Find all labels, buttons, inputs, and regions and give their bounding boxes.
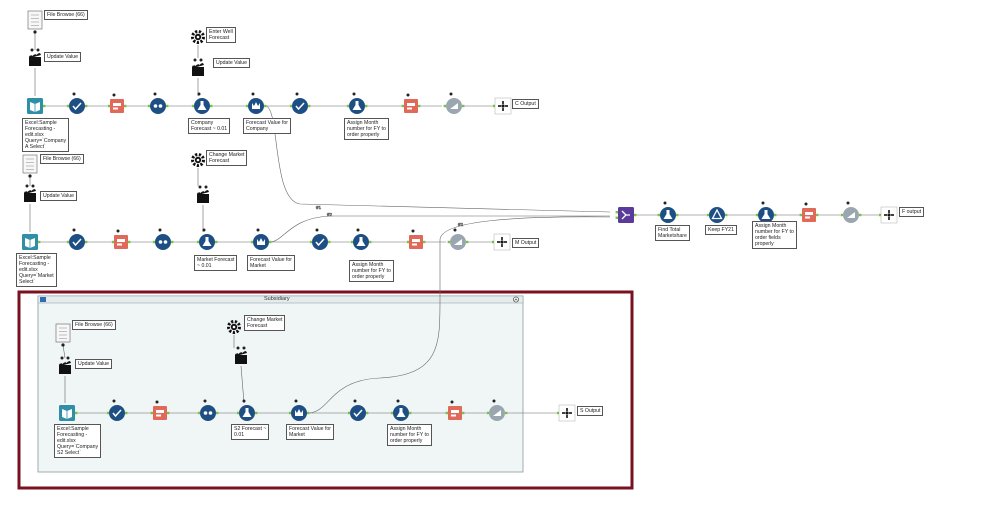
- container-header[interactable]: [37, 295, 524, 304]
- connector-tag-2: #2: [327, 212, 333, 217]
- select-5-icon[interactable]: [106, 399, 128, 422]
- label-keep-fy21: Keep FY21: [705, 225, 737, 235]
- union-1-icon[interactable]: [147, 92, 169, 115]
- enter-well-gear-icon[interactable]: [191, 30, 205, 44]
- select-3-icon[interactable]: [66, 228, 88, 251]
- label-assign-month-4: Assign Month number for FY to order fiel…: [752, 221, 797, 249]
- sample-2-icon[interactable]: [447, 228, 469, 251]
- select-1-icon[interactable]: [66, 92, 88, 115]
- update-value-2-clapper-icon[interactable]: [192, 58, 204, 77]
- formula-assign-month-1-icon[interactable]: [346, 92, 368, 115]
- file-browse-2-icon[interactable]: [22, 154, 38, 178]
- label-file-browse-2: File Browse (66): [40, 154, 84, 164]
- union-2-icon[interactable]: [152, 228, 174, 251]
- formula-assign-month-2-icon[interactable]: [350, 228, 372, 251]
- update-value-5-clapper-icon[interactable]: [197, 185, 209, 204]
- formula-2-icon[interactable]: [111, 229, 131, 250]
- label-update-value-2: Update Value: [213, 58, 251, 68]
- label-update-value-3: Update Value: [40, 191, 78, 201]
- label-c-output: C Output: [512, 99, 539, 109]
- label-find-total-marketshare: Find Total Marketshare: [655, 225, 690, 241]
- sample-3-icon[interactable]: [486, 399, 508, 422]
- label-input-market: Excel:Sample Forecasting - edit.xlsx Que…: [16, 253, 57, 287]
- sort-1-icon[interactable]: [401, 93, 421, 114]
- label-m-output: M Output: [512, 238, 540, 248]
- output-m-icon[interactable]: [491, 233, 511, 251]
- label-f-output: F output: [899, 207, 925, 217]
- input-company-a-icon[interactable]: [27, 98, 46, 114]
- formula-assign-month-3-icon[interactable]: [390, 399, 412, 422]
- label-forecast-value-market-2: Forecast Value for Market: [286, 424, 334, 440]
- crosstab-market-icon[interactable]: [250, 228, 272, 251]
- crosstab-company-icon[interactable]: [245, 92, 267, 115]
- label-assign-month-2: Assign Month number for FY to order prop…: [349, 260, 394, 282]
- select-4-icon[interactable]: [309, 228, 331, 251]
- file-browse-1-icon[interactable]: [27, 10, 43, 34]
- filter-fy21-icon[interactable]: [706, 207, 728, 223]
- change-market-gear-2-icon[interactable]: [227, 320, 241, 334]
- connector-tag-3: #2: [458, 222, 464, 227]
- formula-assign-month-4-icon[interactable]: [755, 201, 777, 224]
- output-c-icon[interactable]: [492, 97, 512, 115]
- sample-4-icon[interactable]: [840, 201, 862, 224]
- label-enter-well-forecast: Enter Well Forecast: [206, 27, 236, 43]
- input-company-s2-icon[interactable]: [59, 405, 78, 421]
- update-value-4-clapper-icon[interactable]: [59, 356, 71, 375]
- sort-2-icon[interactable]: [406, 229, 426, 250]
- sort-3-icon[interactable]: [445, 400, 465, 421]
- label-s2-forecast: S2 Forecast ~ 0.01: [231, 424, 270, 440]
- formula-company-forecast-icon[interactable]: [191, 92, 213, 115]
- formula-market-forecast-icon[interactable]: [196, 228, 218, 251]
- output-f-icon[interactable]: [878, 206, 898, 224]
- union-3-icon[interactable]: [197, 399, 219, 422]
- connections: #1 #2 #2: [29, 32, 878, 414]
- label-update-value-4: Update Value: [75, 359, 113, 369]
- change-market-gear-1-icon[interactable]: [191, 153, 205, 167]
- container-title: Subsidiary: [264, 296, 290, 302]
- label-company-forecast: Company Forecast ~ 0.01: [188, 118, 231, 134]
- label-input-company-s2: Excel:Sample Forecasting - edit.xlsx Que…: [54, 424, 102, 458]
- label-forecast-value-company: Forecast Value for Company: [243, 118, 291, 134]
- crosstab-s2-icon[interactable]: [288, 399, 310, 422]
- container-icon[interactable]: [40, 297, 46, 302]
- select-6-icon[interactable]: [347, 399, 369, 422]
- update-value-1-clapper-icon[interactable]: [29, 48, 41, 67]
- select-2-icon[interactable]: [289, 92, 311, 115]
- join-multiple-icon[interactable]: [615, 207, 637, 223]
- connector-tag-1: #1: [316, 205, 322, 210]
- update-value-3-clapper-icon[interactable]: [24, 184, 36, 203]
- container-collapse-glyph: [514, 298, 518, 301]
- tools[interactable]: [22, 10, 898, 422]
- formula-s2-forecast-icon[interactable]: [236, 399, 258, 422]
- update-value-6-clapper-icon[interactable]: [235, 346, 247, 365]
- label-change-market-forecast-2: Change Market Forecast: [244, 315, 286, 331]
- label-change-market-forecast-1: Change Market Forecast: [206, 150, 248, 166]
- sample-1-icon[interactable]: [443, 92, 465, 115]
- formula-3-icon[interactable]: [150, 400, 170, 421]
- container-highlight-border: [17, 290, 634, 490]
- sort-4-icon[interactable]: [799, 202, 819, 223]
- label-file-browse-1: File Browse (66): [44, 10, 88, 20]
- output-s-icon[interactable]: [556, 404, 576, 422]
- label-market-forecast: Market Forecast ~ 0.01: [194, 255, 238, 271]
- formula-1-icon[interactable]: [107, 93, 127, 114]
- container-collapse-icon[interactable]: [513, 296, 519, 303]
- label-forecast-value-market-1: Forecast Value for Market: [247, 255, 295, 271]
- label-assign-month-1: Assign Month number for FY to order prop…: [344, 118, 389, 140]
- file-browse-3-icon[interactable]: [55, 323, 71, 347]
- label-s-output: S Output: [577, 406, 604, 416]
- input-market-icon[interactable]: [22, 234, 41, 250]
- label-update-value-1: Update Value: [44, 52, 82, 62]
- formula-total-marketshare-icon[interactable]: [657, 201, 679, 224]
- label-file-browse-3: File Browse (66): [72, 320, 116, 330]
- label-assign-month-3: Assign Month number for FY to order prop…: [387, 424, 432, 446]
- label-input-company-a: Excel:Sample Forecasting - edit.xlsx Que…: [22, 118, 70, 152]
